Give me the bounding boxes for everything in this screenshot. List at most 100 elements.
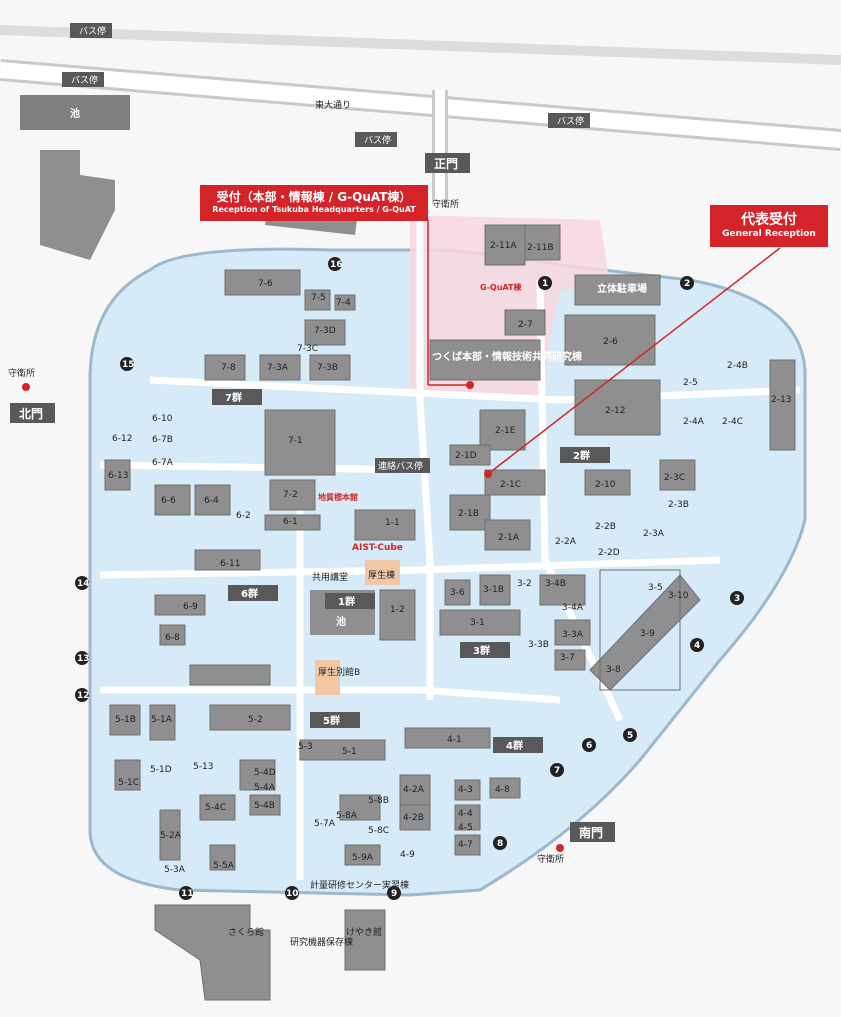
svg-text:3-1B: 3-1B	[483, 585, 504, 595]
svg-text:2-11B: 2-11B	[527, 243, 554, 253]
svg-text:7-5: 7-5	[311, 293, 326, 303]
svg-text:2-4C: 2-4C	[722, 417, 743, 427]
svg-text:5-8C: 5-8C	[368, 826, 389, 836]
svg-text:7-2: 7-2	[283, 490, 298, 500]
svg-text:3-2: 3-2	[517, 579, 532, 589]
svg-text:5-7A: 5-7A	[314, 819, 336, 829]
road-label: 東大通り	[315, 99, 351, 111]
svg-text:7-1: 7-1	[288, 436, 303, 446]
svg-text:5-1D: 5-1D	[150, 765, 172, 775]
svg-text:3-5: 3-5	[648, 583, 663, 593]
svg-text:5-2: 5-2	[248, 715, 263, 725]
general-reception-en: General Reception	[722, 229, 816, 239]
svg-text:バス停: バス停	[71, 74, 98, 86]
reception-callout: 受付（本部・情報棟 / G-QuAT棟） Reception of Tsukub…	[200, 185, 428, 221]
svg-text:3-7: 3-7	[560, 653, 575, 663]
svg-text:バス停: バス停	[364, 134, 391, 146]
svg-text:厚生棟: 厚生棟	[368, 569, 395, 581]
general-reception-dot	[484, 470, 492, 478]
svg-text:2-1C: 2-1C	[500, 480, 521, 490]
general-reception-callout: 代表受付 General Reception	[710, 205, 828, 247]
svg-text:1-2: 1-2	[390, 605, 405, 615]
svg-text:3-1: 3-1	[470, 618, 485, 628]
svg-text:6-4: 6-4	[204, 496, 219, 506]
svg-text:正門: 正門	[434, 157, 458, 171]
svg-text:5-1: 5-1	[342, 747, 357, 757]
gates: 正門 北門 南門 守衛所 守衛所 守衛所	[8, 153, 615, 865]
svg-text:5-2A: 5-2A	[160, 831, 182, 841]
svg-text:2-2B: 2-2B	[595, 522, 616, 532]
svg-text:さくら館: さくら館	[228, 926, 264, 938]
svg-text:立体駐車場: 立体駐車場	[597, 282, 647, 295]
svg-text:2-1D: 2-1D	[455, 451, 477, 461]
building-labels: 2-11A 2-11B 2-7 2-6 2-5 2-4B 2-4A 2-4C 2…	[108, 241, 791, 875]
svg-text:5: 5	[627, 731, 633, 741]
svg-text:3-9: 3-9	[640, 629, 655, 639]
svg-text:15: 15	[122, 360, 135, 370]
welfare-b-building	[315, 660, 340, 695]
svg-text:3: 3	[734, 594, 740, 604]
svg-text:2-3A: 2-3A	[643, 529, 665, 539]
svg-text:2: 2	[684, 279, 690, 289]
svg-text:2-4A: 2-4A	[683, 417, 705, 427]
svg-text:12: 12	[77, 691, 90, 701]
svg-text:研究機器保存棟: 研究機器保存棟	[290, 936, 353, 948]
svg-text:地質標本館: 地質標本館	[318, 492, 358, 502]
svg-text:6-7B: 6-7B	[152, 435, 173, 445]
svg-text:7-3B: 7-3B	[317, 363, 338, 373]
svg-text:10: 10	[286, 889, 299, 899]
svg-text:2-2D: 2-2D	[598, 548, 620, 558]
svg-text:1-1: 1-1	[385, 518, 400, 528]
bus-stops: バス停 バス停 バス停 バス停 連絡バス停	[62, 23, 590, 473]
svg-text:6-10: 6-10	[152, 414, 173, 424]
svg-text:16: 16	[330, 260, 343, 270]
svg-text:6-9: 6-9	[183, 602, 198, 612]
svg-text:13: 13	[77, 654, 90, 664]
pond-central-label: 池	[336, 615, 346, 628]
svg-text:3-4B: 3-4B	[545, 579, 566, 589]
svg-text:バス停: バス停	[79, 25, 106, 37]
general-reception-jp: 代表受付	[741, 212, 797, 228]
svg-text:守衛所: 守衛所	[537, 853, 564, 865]
svg-text:5-5A: 5-5A	[213, 861, 235, 871]
svg-text:2-11A: 2-11A	[490, 241, 517, 251]
group-labels: 7群 2群 6群 1群 3群 5群 4群	[212, 389, 610, 753]
svg-text:6-12: 6-12	[112, 434, 132, 444]
callout-lines	[427, 220, 781, 475]
svg-text:2-7: 2-7	[518, 320, 533, 330]
svg-text:3-4A: 3-4A	[562, 603, 584, 613]
svg-text:守衛所: 守衛所	[432, 198, 459, 210]
svg-text:2-10: 2-10	[595, 480, 616, 490]
svg-text:2-3B: 2-3B	[668, 500, 689, 510]
svg-text:6: 6	[586, 741, 592, 751]
svg-text:2-13: 2-13	[771, 395, 791, 405]
svg-text:1群: 1群	[338, 595, 355, 608]
svg-text:4-7: 4-7	[458, 840, 473, 850]
svg-text:4-2B: 4-2B	[403, 813, 424, 823]
svg-text:2群: 2群	[573, 449, 590, 462]
svg-text:3-10: 3-10	[668, 591, 689, 601]
svg-text:7-6: 7-6	[258, 279, 273, 289]
reception-dot	[466, 381, 474, 389]
svg-text:6-7A: 6-7A	[152, 458, 174, 468]
svg-text:つくば本部・情報技術共同研究棟: つくば本部・情報技術共同研究棟	[432, 350, 583, 363]
svg-text:4-5: 4-5	[458, 823, 473, 833]
svg-text:8: 8	[497, 839, 503, 849]
svg-text:4-3: 4-3	[458, 785, 473, 795]
svg-text:5-3: 5-3	[298, 742, 313, 752]
welfare-building	[365, 560, 400, 585]
outer-roads	[0, 25, 841, 200]
svg-text:計量研修センター実習棟: 計量研修センター実習棟	[310, 879, 409, 891]
pond-north-label: 池	[70, 107, 80, 120]
svg-text:共用講堂: 共用講堂	[312, 571, 348, 583]
svg-text:バス停: バス停	[557, 115, 584, 127]
reception-callout-jp: 受付（本部・情報棟 / G-QuAT棟）	[216, 190, 412, 204]
svg-text:5-4B: 5-4B	[254, 801, 275, 811]
svg-text:6-8: 6-8	[165, 633, 180, 643]
svg-text:5-9A: 5-9A	[352, 853, 374, 863]
svg-text:AIST-Cube: AIST-Cube	[352, 543, 403, 553]
svg-text:6-6: 6-6	[161, 496, 176, 506]
svg-text:5-8A: 5-8A	[336, 811, 358, 821]
